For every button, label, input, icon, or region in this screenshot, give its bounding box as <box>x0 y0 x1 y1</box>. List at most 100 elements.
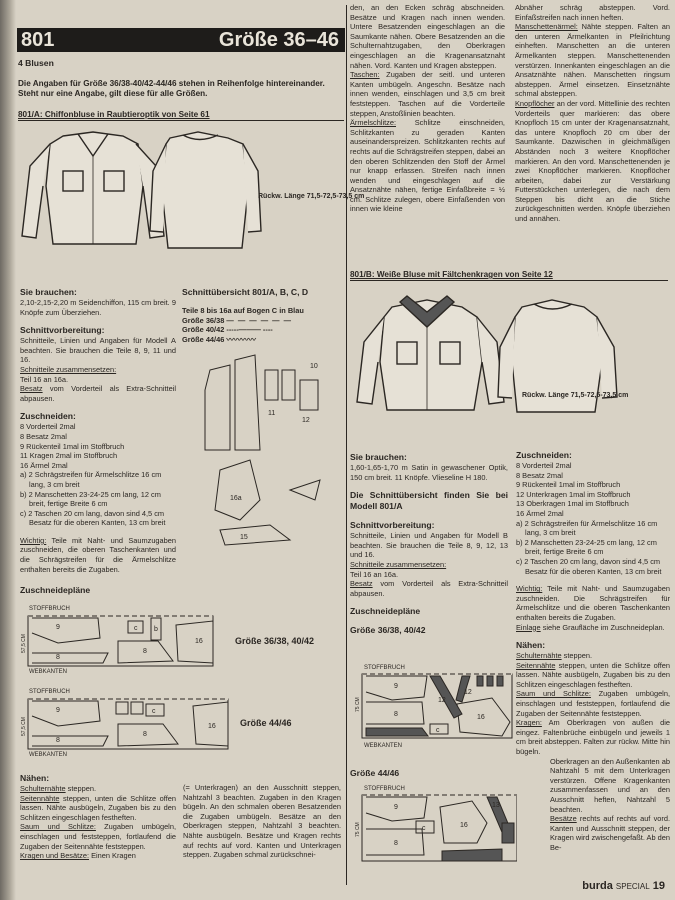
piece-number: 16a <box>230 495 242 502</box>
svg-text:c: c <box>422 825 426 832</box>
fold-label: STOFFBRUCH <box>364 665 405 671</box>
note-label: Wichtig: <box>20 535 47 545</box>
step-text: den, an den Ecken schräg abschneiden. Be… <box>350 3 505 70</box>
plan-b-large-heading: Größe 44/46 <box>350 768 508 779</box>
step-text: Oberkragen an den Außenkanten ab Nahtzah… <box>550 756 670 814</box>
fold-label: STOFFBRUCH <box>364 786 405 792</box>
plan-size-label: Größe 44/46 <box>240 718 292 728</box>
svg-text:13: 13 <box>492 802 500 809</box>
plans-a-heading-block: Zuschneidepläne <box>20 585 180 596</box>
svg-text:12: 12 <box>438 697 446 704</box>
prep-heading: Schnittvorbereitung: <box>350 520 435 531</box>
cut-item: 9 Rückenteil 1mal im Stoffbruch <box>20 441 125 451</box>
step-label: Schulternähte <box>20 784 66 793</box>
piece-number: 11 <box>268 410 275 417</box>
sew-heading: Nähen: <box>516 640 546 651</box>
prep-assemble-label: Schnitteile zusammensetzen: <box>20 364 117 374</box>
needs-text: 1,60-1,65-1,70 m Satin in gewaschener Op… <box>350 463 508 482</box>
step-text: Abnäher schräg absteppen. Vord. Einfaßst… <box>515 3 670 22</box>
svg-text:b: b <box>154 626 158 633</box>
page-footer: burda SPECIAL 19 <box>582 880 665 892</box>
svg-text:9: 9 <box>394 683 398 690</box>
overview-reference: Die Schnittübersicht finden Sie bei Mode… <box>350 490 508 512</box>
step-text: Zugaben umbügeln, einschlagen und festst… <box>20 822 176 851</box>
svg-text:8: 8 <box>143 648 147 655</box>
intro-text: Die Angaben für Größe 36/38-40/42-44/46 … <box>18 79 325 98</box>
step-text: Am Oberkragen von außen die eingez. Falt… <box>516 718 670 757</box>
cut-heading: Zuschneiden: <box>516 450 572 460</box>
plan-size-label: Größe 36/38, 40/42 <box>235 636 315 646</box>
overview-sheet: Teile 8 bis 16a auf Bogen C in Blau <box>182 306 304 315</box>
cut-item: c) 2 Taschen 20 cm lang, davon sind 4,5 … <box>516 556 662 576</box>
fold-label: STOFFBRUCH <box>29 606 70 612</box>
step-label: Ärmelschlitze: <box>350 118 396 128</box>
size-range: Größe 36–46 <box>218 29 339 51</box>
selvage-label: WEBKANTEN <box>364 743 403 749</box>
cut-item: 11 Kragen 2mal im Stoffbruch <box>20 451 118 461</box>
facing-label: Besatz <box>20 384 43 394</box>
step-text: Zugaben umbügeln, einschlagen und festst… <box>516 689 670 718</box>
model-a-sewing-cont: (= Unterkragen) an den Ausschnitt steppe… <box>183 783 341 860</box>
subtitle: 4 Blusen <box>18 58 54 68</box>
note-text: siehe Graufläche im Zuschneideplan. <box>540 622 665 632</box>
model-a-col4: Abnäher schräg absteppen. Vord. Einfaßst… <box>515 3 670 224</box>
fold-label: STOFFBRUCH <box>29 689 70 695</box>
column-divider <box>346 5 347 885</box>
step-label: Schulternähte <box>516 651 562 661</box>
prep-assemble-text: Teil 16 an 16a. <box>350 569 399 579</box>
size-legend: Größe 44/46 <box>182 334 225 344</box>
cut-item: b) 2 Manschetten 23-24-25 cm lang, 12 cm… <box>516 537 657 557</box>
model-a-col3: den, an den Ecken schräg abschneiden. Be… <box>350 3 505 214</box>
model-b-cutting: Zuschneiden: 8 Vorderteil 2mal 8 Besatz … <box>516 450 670 853</box>
brand-logo: burda <box>582 880 613 892</box>
width-mark: 57,5 CM <box>21 717 27 736</box>
prep-assemble-label: Schnitteile zusammensetzen: <box>350 559 447 569</box>
sew-continued-text: (= Unterkragen) an den Ausschnitt steppe… <box>183 783 341 860</box>
plans-heading: Zuschneidepläne <box>350 606 421 617</box>
cut-item: 13 Oberkragen 1mal im Stoffbruch <box>516 499 629 509</box>
piece-number: 10 <box>310 363 318 370</box>
needs-text: 2,10-2,15-2,20 m Seidenchiffon, 115 cm b… <box>20 298 176 317</box>
piece-number: 15 <box>240 534 248 541</box>
model-a-heading: 801/A: Chiffonbluse in Raubtieroptik von… <box>18 110 344 121</box>
prep-text: Schnitteile, Linien und Angaben für Mode… <box>350 531 508 560</box>
step-text: an der vord. Mittellinie des rechten Vor… <box>515 98 670 224</box>
cut-item: a) 2 Schrägstreifen für Ärmelschlitze 16… <box>20 470 162 489</box>
step-text: rechts auf rechts auf vord. Kanten und A… <box>550 814 670 852</box>
note-label: Einlage <box>516 622 541 632</box>
step-text: steppen. <box>65 784 97 793</box>
pattern-header-bar: 801 Größe 36–46 <box>17 28 345 52</box>
facing-text: vom Vorderteil als Extra-Schnitteil abpa… <box>350 579 508 598</box>
width-mark: 75 CM <box>355 822 361 837</box>
plan-size-label: Größe 36/38, 40/42 <box>350 625 426 636</box>
svg-text:c: c <box>436 727 440 734</box>
note-label: Wichtig: <box>516 584 543 594</box>
svg-text:8: 8 <box>56 654 60 661</box>
pattern-pieces-diagram: 10 11 12 16a 15 <box>204 354 321 546</box>
cut-item: 8 Besatz 2mal <box>20 431 67 441</box>
step-text: Schlitze einschneiden, Schlitzkanten zu … <box>350 118 505 214</box>
step-text: steppen, unten die Schlitze offen lassen… <box>20 793 176 822</box>
svg-text:c: c <box>152 708 156 715</box>
step-text: Einen Kragen <box>89 851 136 861</box>
note-text: Teile mit Naht- und Saumzugaben zuschnei… <box>20 535 176 574</box>
svg-text:16: 16 <box>460 822 468 829</box>
cut-heading: Zuschneiden: <box>20 411 76 422</box>
model-b-instructions: Sie brauchen: 1,60-1,65-1,70 m Satin in … <box>350 452 508 636</box>
svg-text:8: 8 <box>394 840 398 847</box>
cut-item: 8 Besatz 2mal <box>516 470 563 480</box>
cut-item: c) 2 Taschen 20 cm lang, davon sind 4,5 … <box>20 508 166 528</box>
cut-item: 16 Ärmel 2mal <box>20 460 68 470</box>
svg-text:9: 9 <box>394 804 398 811</box>
prep-heading: Schnittvorbereitung: <box>20 325 105 336</box>
model-a-sewing: Nähen: Schulternähte steppen. Seitennäht… <box>20 773 176 861</box>
step-label: Manschettenärmel: <box>515 22 578 32</box>
page-gutter-shadow <box>0 0 16 900</box>
blouse-a-illustration <box>21 131 262 249</box>
step-label: Kragen: <box>516 718 542 728</box>
plan-size-label: Größe 44/46 <box>350 768 400 778</box>
model-b-heading: 801/B: Weiße Bluse mit Fältchenkragen vo… <box>350 270 668 281</box>
sew-heading: Nähen: <box>20 773 50 783</box>
piece-number: 12 <box>302 417 310 424</box>
